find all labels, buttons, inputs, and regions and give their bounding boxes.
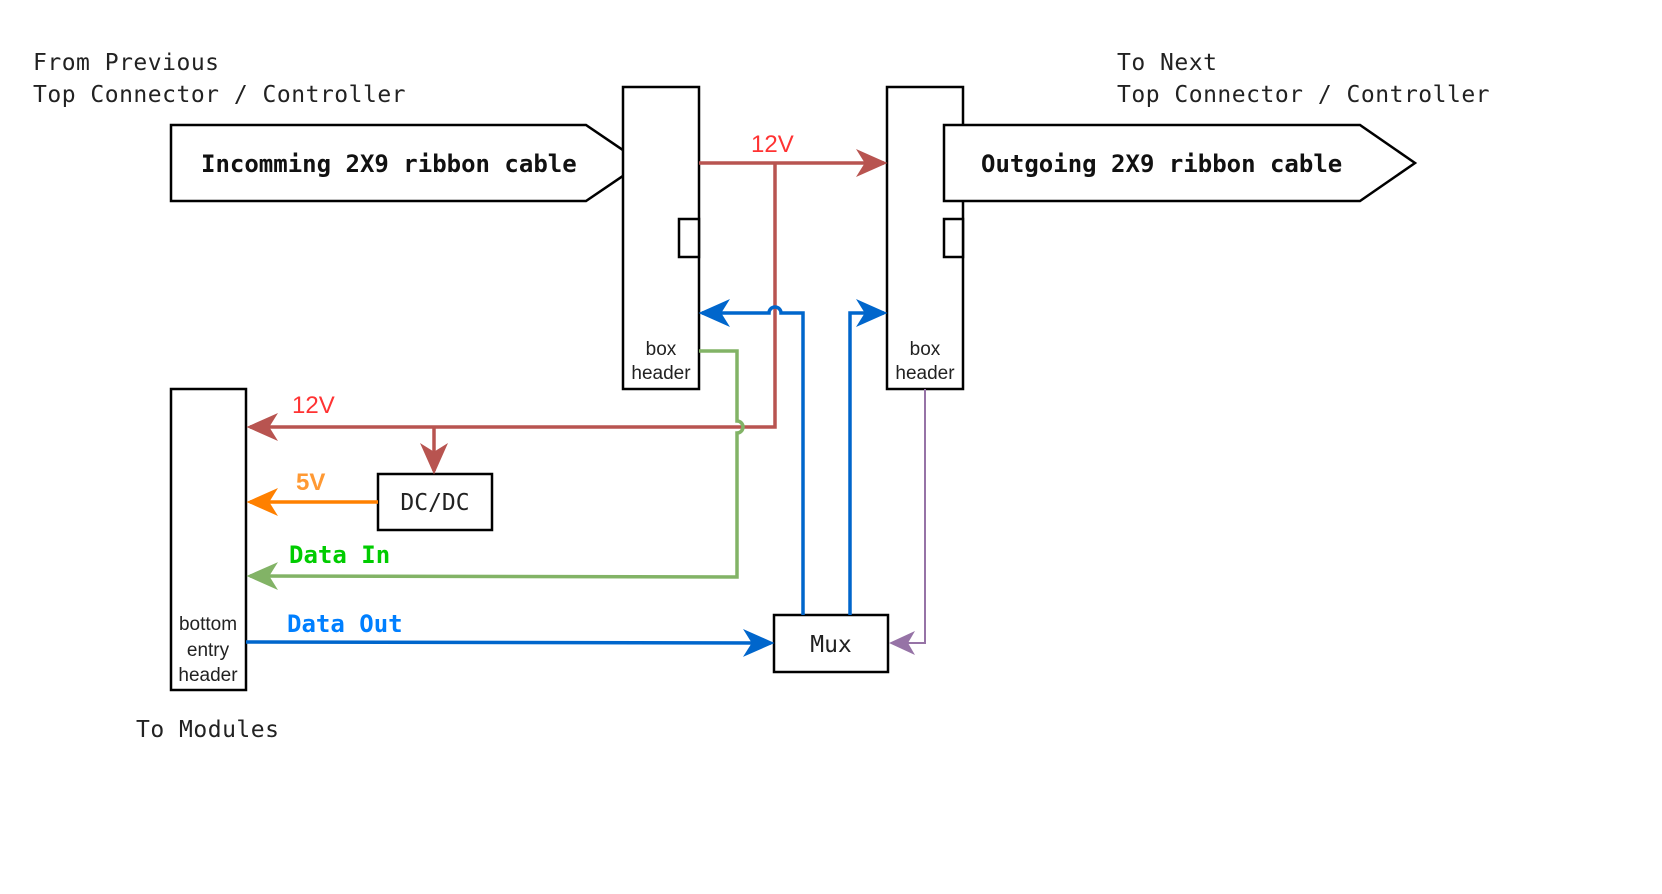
bottom-header-label-2: entry — [187, 640, 230, 661]
12v-top-label: 12V — [751, 131, 794, 158]
bottom-entry-header: bottom entry header — [169, 387, 248, 692]
incoming-ribbon-cable: Incomming 2X9 ribbon cable — [169, 123, 645, 203]
data-out-label: Data Out — [287, 610, 403, 638]
mux-to-left-header-wire — [698, 299, 805, 615]
left-box-header-label-2: header — [631, 363, 691, 384]
right-box-header-label-1: box — [910, 339, 941, 360]
mux-label: Mux — [810, 632, 852, 658]
to-modules-label: To Modules — [136, 717, 279, 743]
12v-left-label: 12V — [292, 392, 335, 419]
dcdc-label: DC/DC — [400, 490, 469, 516]
left-box-header: box header — [621, 85, 701, 391]
12v-wire-vertical — [246, 163, 777, 441]
to-next-label: To Next — [1117, 50, 1217, 76]
incoming-cable-label: Incomming 2X9 ribbon cable — [201, 150, 577, 178]
bottom-header-label-1: bottom — [179, 614, 237, 635]
left-box-header-label-1: box — [646, 339, 677, 360]
from-previous-sublabel: Top Connector / Controller — [33, 82, 406, 108]
dcdc-converter: DC/DC — [376, 472, 494, 532]
bottom-header-label-3: header — [178, 665, 238, 686]
right-box-header-label-2: header — [895, 363, 955, 384]
data-out-wire — [245, 628, 775, 657]
mux-select-wire — [889, 389, 926, 655]
mux-to-right-header-wire — [848, 299, 888, 615]
outgoing-ribbon-cable: Outgoing 2X9 ribbon cable — [942, 123, 1418, 203]
from-previous-label: From Previous — [33, 50, 220, 76]
outgoing-cable-label: Outgoing 2X9 ribbon cable — [981, 150, 1342, 178]
data-in-wire — [246, 349, 745, 591]
to-next-sublabel: Top Connector / Controller — [1117, 82, 1490, 108]
data-in-label: Data In — [289, 541, 390, 569]
5v-label: 5V — [296, 469, 325, 496]
mux: Mux — [772, 613, 890, 674]
